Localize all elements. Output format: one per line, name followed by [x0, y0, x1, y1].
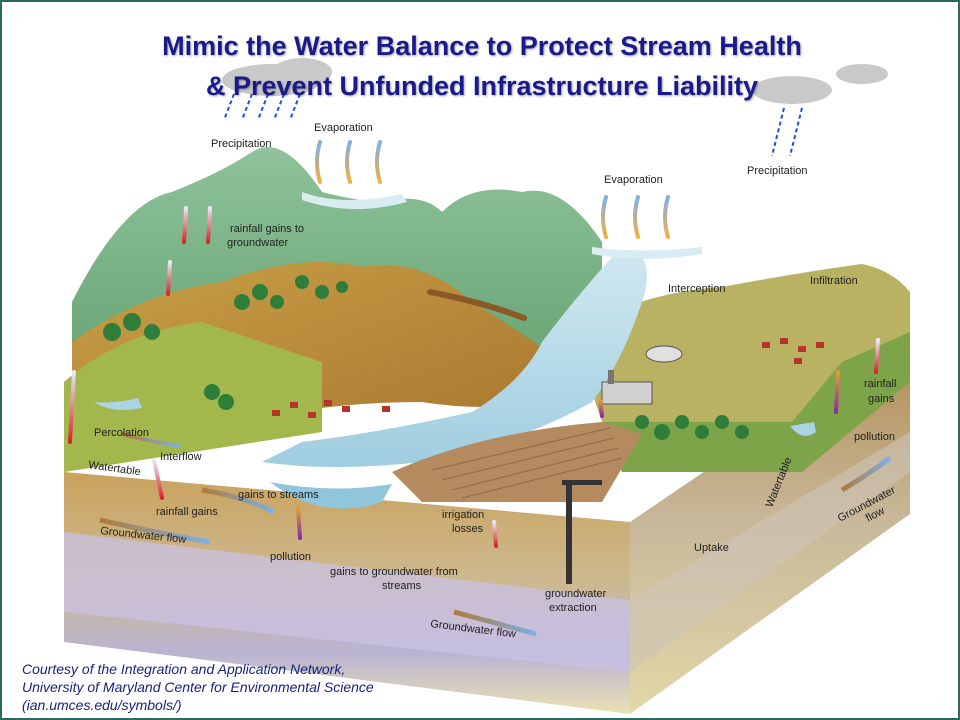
right-upland-green: [602, 332, 910, 472]
credit-caption: Courtesy of the Integration and Applicat…: [22, 660, 374, 714]
houses-left: [272, 400, 390, 418]
pond-right: [790, 422, 816, 436]
recharge-arrows: [68, 206, 880, 564]
label-precipitation-left: Precipitation: [211, 138, 272, 150]
tree-clusters: [103, 275, 749, 440]
stream-pool: [270, 482, 392, 509]
lake-right: [592, 247, 702, 259]
river: [262, 257, 647, 467]
credit-line-2: University of Maryland Center for Enviro…: [22, 679, 374, 695]
label-gains-to-streams: gains to streams: [238, 489, 319, 501]
title-line-2: & Prevent Unfunded Infrastructure Liabil…: [205, 71, 759, 101]
reservoir-left: [302, 192, 407, 210]
label-evaporation-left: Evaporation: [314, 122, 373, 134]
groundwater-flow-arrow-bottom: [453, 609, 537, 637]
credit-line-3: (ian.umces.edu/symbols/): [22, 697, 182, 713]
cloud-icon-left: [222, 58, 332, 96]
label-rainfall-gains-right-1: rainfall: [864, 378, 896, 390]
label-rainfall-gains-gw-2: groundwater: [227, 237, 288, 249]
groundwater-zone: [64, 532, 630, 672]
credit-line-1: Courtesy of the Integration and Applicat…: [22, 661, 346, 677]
precipitation-arrows-left: [223, 93, 301, 121]
label-irrigation-losses-1: irrigation: [442, 509, 484, 521]
field-rows: [431, 427, 623, 499]
gains-to-streams-arrow: [201, 487, 276, 515]
overland-flow-arrow: [427, 289, 527, 321]
label-uptake: Uptake: [694, 542, 729, 554]
label-interflow: Interflow: [160, 451, 202, 463]
label-percolation: Percolation: [94, 427, 149, 439]
evaporation-arrows-left: [315, 140, 382, 184]
label-interception: Interception: [668, 283, 725, 295]
label-pollution-right: pollution: [854, 431, 895, 443]
cloud-icon-right: [752, 64, 888, 104]
houses-right: [762, 338, 824, 364]
label-irrigation-losses-2: losses: [452, 523, 484, 535]
label-groundwater-extraction-1: groundwater: [545, 588, 606, 600]
uptake-arrows: [678, 474, 738, 532]
factory-icon: [601, 345, 683, 405]
groundwater-zone-side: [630, 432, 910, 672]
pond-left: [94, 398, 142, 410]
label-rainfall-gains-gw-1: rainfall gains to: [230, 223, 304, 235]
label-infiltration: Infiltration: [810, 275, 858, 287]
title-line-1: Mimic the Water Balance to Protect Strea…: [162, 31, 802, 61]
groundwater-flow-arrow-left: [99, 517, 211, 545]
label-gains-gw-streams-1: gains to groundwater from: [330, 566, 458, 578]
label-precipitation-right: Precipitation: [747, 165, 808, 177]
label-evaporation-right: Evaporation: [604, 174, 663, 186]
label-rainfall-gains-right-2: gains: [868, 393, 895, 405]
label-pollution-left: pollution: [270, 551, 311, 563]
page-title: Mimic the Water Balance to Protect Strea…: [42, 26, 922, 106]
precipitation-arrows-right: [771, 107, 803, 157]
evaporation-arrows-right: [601, 195, 670, 239]
well-pipe-icon: [562, 480, 602, 584]
label-gains-gw-streams-2: streams: [382, 580, 422, 592]
interflow-arrow: [121, 432, 181, 448]
label-rainfall-gains-left: rainfall gains: [156, 506, 218, 518]
groundwater-flow-arrow-right: [840, 456, 892, 493]
pollution-arrows: [296, 370, 840, 540]
label-groundwater-extraction-2: extraction: [549, 602, 597, 614]
